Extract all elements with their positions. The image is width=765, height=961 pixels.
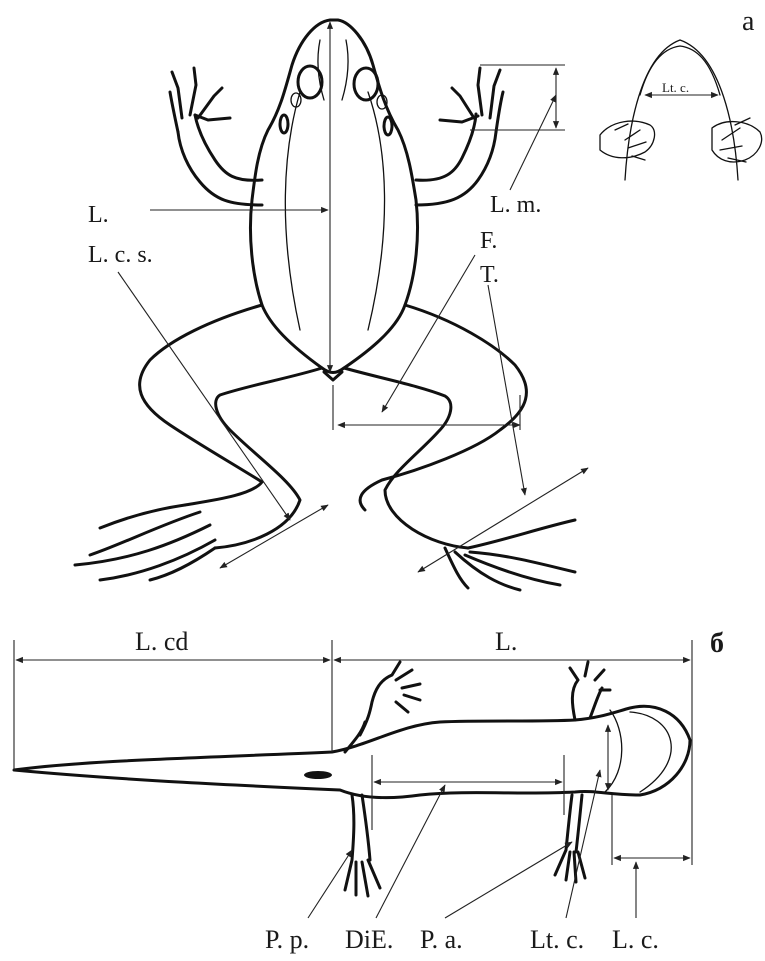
label-Ltc-lizard: Lt. c. <box>530 925 584 954</box>
label-Pa: P. a. <box>420 925 463 954</box>
label-Lcs: L. c. s. <box>88 242 153 268</box>
frog-hand-left <box>170 68 230 132</box>
label-F: F. <box>480 228 497 254</box>
inset-fingers-right <box>720 118 750 162</box>
label-T: T. <box>480 262 499 288</box>
label-inset-Ltc: Lt. c. <box>662 80 689 95</box>
snout-line-right <box>342 40 348 100</box>
frog-leg-right <box>344 305 526 548</box>
tympanum-left <box>280 115 288 133</box>
eye-right <box>354 68 378 100</box>
frog-head-inset <box>600 40 762 180</box>
frog-body-outline <box>250 20 417 373</box>
tympanum-right <box>384 117 392 135</box>
leader-T <box>488 285 525 495</box>
leader-DiE <box>376 785 445 918</box>
label-L: L. <box>88 202 109 228</box>
frog-foot-right <box>445 520 575 590</box>
inset-hand-right <box>712 122 762 162</box>
frog-arm-left <box>178 115 262 205</box>
measure-Lcs <box>220 505 328 568</box>
panel-b-letter: б <box>710 628 724 659</box>
dorsal-ridge-right <box>368 92 385 330</box>
frog-arm-right <box>416 114 496 205</box>
leader-Pa <box>445 842 572 918</box>
label-Pp: P. p. <box>265 925 309 954</box>
label-L-lizard: L. <box>495 627 517 656</box>
leader-F <box>382 255 475 412</box>
lizard-figure <box>14 640 692 918</box>
frog-hand-right <box>440 68 503 132</box>
lizard-foreleg-upper <box>570 662 610 720</box>
lizard-body-outline <box>14 706 690 797</box>
frog-leg-left <box>140 305 322 548</box>
label-Lm: L. m. <box>490 192 541 218</box>
panel-a-letter: a <box>742 6 755 37</box>
lizard-vent <box>304 771 332 779</box>
label-DiE: DiE. <box>345 925 393 954</box>
label-Lcd: L. cd <box>135 627 188 656</box>
lizard-hindleg-upper <box>345 662 420 752</box>
lizard-hindleg-lower <box>345 795 380 896</box>
label-Lc: L. c. <box>612 925 659 954</box>
lizard-foreleg-lower <box>555 795 585 882</box>
frog-foot-left <box>75 505 215 580</box>
frog-figure <box>75 20 588 590</box>
eye-left <box>298 66 322 98</box>
lizard-head-inner <box>630 712 671 792</box>
leader-Lm <box>510 95 556 190</box>
